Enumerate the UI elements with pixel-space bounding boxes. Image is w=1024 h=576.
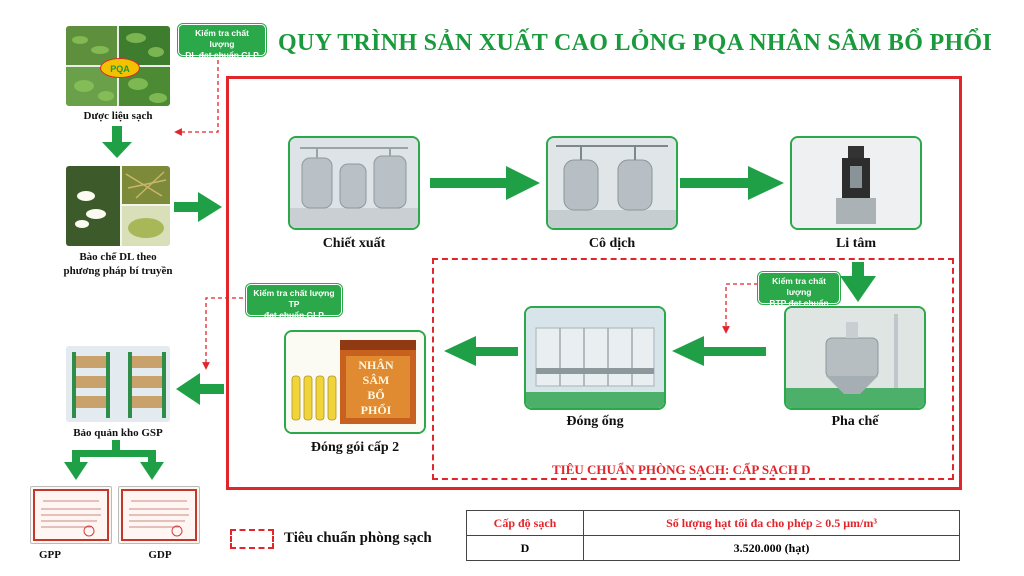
arrow-right-prep-extraction	[174, 192, 222, 222]
qc-badge-semi-product: Kiểm tra chất lượng BTP đạt chuẩn GLP	[758, 272, 840, 319]
arrow-right-concentration-centrifuge	[680, 166, 784, 200]
legend-dashed-swatch	[230, 529, 274, 549]
packaging-label: Đóng gói cấp 2	[310, 440, 400, 455]
herb-preparation-photo	[66, 166, 170, 246]
gpp-label: GPP	[39, 549, 61, 561]
table-header-grade: Cấp độ sạch	[466, 510, 584, 536]
qc-badge-3-line2: đạt chuẩn GLP	[264, 310, 324, 320]
ampoule-filling-label: Đóng ống	[566, 414, 624, 429]
pqa-logo-text: PQA	[110, 64, 130, 74]
ampoule-filling-photo	[524, 306, 666, 410]
arrow-left-mixing-filling	[672, 336, 766, 366]
herb-preparation-label: Bào chế DL theo phương pháp bí truyền	[54, 250, 182, 278]
prep-label-line2: phương pháp bí truyền	[63, 265, 173, 277]
table-cell-particles: 3.520.000 (hạt)	[583, 535, 960, 561]
qc-badge-1-line1: Kiểm tra chất lượng	[195, 28, 249, 49]
cleanroom-frame	[432, 258, 954, 480]
pqa-logo: PQA	[100, 58, 140, 78]
arrow-left-packaging-storage	[176, 373, 224, 405]
extraction-label: Chiết xuất	[322, 236, 386, 251]
mixing-photo	[784, 306, 926, 410]
qc-badge-finished-product: Kiểm tra chất lượng TP đạt chuẩn GLP	[246, 284, 342, 320]
centrifuge-photo	[790, 136, 922, 230]
extraction-photo	[288, 136, 420, 230]
page-title: QUY TRÌNH SẢN XUẤT CAO LỎNG PQA NHÂN SÂM…	[278, 30, 993, 56]
product-box-text: NHÂN SÂM BỔ PHỔI	[344, 358, 408, 418]
raw-material-label: Dược liệu sạch	[83, 110, 153, 122]
cleanroom-table: Cấp độ sạch Số lượng hạt tối đa cho phép…	[466, 510, 960, 561]
qc-connector-3	[202, 297, 250, 370]
centrifuge-label: Li tâm	[835, 236, 877, 251]
arrow-down-raw-prep	[102, 126, 132, 158]
gdp-label: GDP	[148, 549, 172, 561]
qc-badge-2-line1: Kiểm tra chất lượng	[772, 276, 826, 297]
concentration-label: Cô dịch	[588, 236, 636, 251]
qc-badge-3-line1: Kiểm tra chất lượng TP	[253, 288, 335, 309]
product-text-4: PHỔI	[360, 403, 392, 417]
product-text-3: BỔ	[367, 388, 385, 402]
table-cell-grade: D	[466, 535, 584, 561]
legend-label: Tiêu chuẩn phòng sạch	[284, 530, 432, 546]
qc-badge-raw-material: Kiểm tra chất lượng DL đạt chuẩn GLP	[178, 24, 266, 60]
arrow-left-filling-packaging	[444, 336, 518, 366]
storage-label: Bảo quản kho GSP	[73, 427, 163, 439]
packaging-photo	[284, 330, 426, 434]
gpp-certificate	[30, 486, 112, 544]
table-row: D 3.520.000 (hạt)	[466, 535, 960, 561]
cleanroom-caption: TIÊU CHUẨN PHÒNG SẠCH: CẤP SẠCH D	[552, 462, 811, 477]
qc-badge-1-line2: DL đạt chuẩn GLP	[185, 50, 259, 60]
table-header-particles: Số lượng hạt tối đa cho phép ≥ 0.5 μm/m³	[583, 510, 960, 536]
product-text-2: SÂM	[362, 373, 390, 387]
arrow-branch-storage-certs	[64, 440, 164, 480]
qc-connector-2	[722, 283, 758, 334]
gdp-certificate	[118, 486, 200, 544]
qc-connector-1	[174, 60, 219, 136]
arrow-down-centrifuge-mixing	[840, 262, 876, 302]
gsp-storage-photo	[66, 346, 170, 422]
table-header-row: Cấp độ sạch Số lượng hạt tối đa cho phép…	[466, 510, 960, 536]
concentration-photo	[546, 136, 678, 230]
product-text-1: NHÂN	[358, 358, 394, 372]
prep-label-line1: Bào chế DL theo	[79, 251, 157, 263]
process-frame	[226, 76, 962, 490]
arrow-right-extraction-concentration	[430, 166, 540, 200]
mixing-label: Pha chế	[831, 414, 879, 429]
